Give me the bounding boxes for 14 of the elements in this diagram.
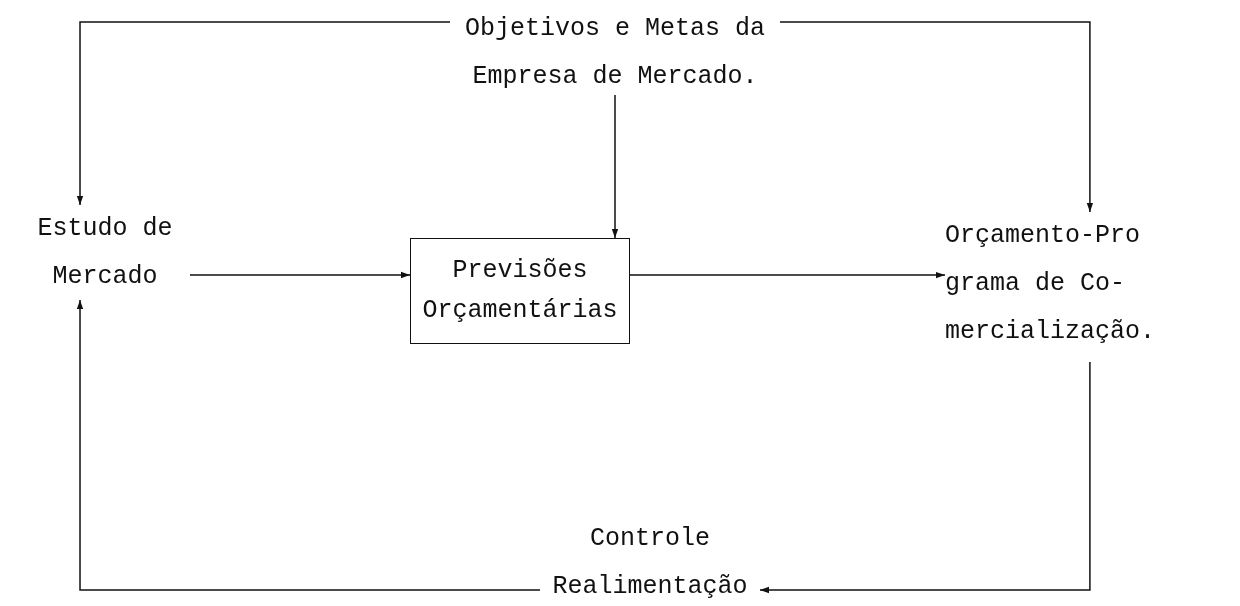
box-text: Previsões Orçamentárias <box>421 255 619 327</box>
text-label: Objetivos e Metas da Empresa de Mercado. <box>463 13 767 93</box>
arrow <box>76 21 451 206</box>
arrow <box>629 271 946 279</box>
text-label: Realimentação <box>551 571 749 603</box>
process-box <box>410 238 630 344</box>
arrow <box>76 299 541 591</box>
text-label: Orçamento-Pro grama de Co- mercialização. <box>945 220 1156 348</box>
arrow <box>189 271 411 279</box>
arrow <box>779 21 1094 213</box>
arrow <box>611 94 619 239</box>
arrow <box>759 361 1091 594</box>
text-label: Estudo de Mercado <box>36 213 174 293</box>
text-label: Controle <box>589 523 711 555</box>
